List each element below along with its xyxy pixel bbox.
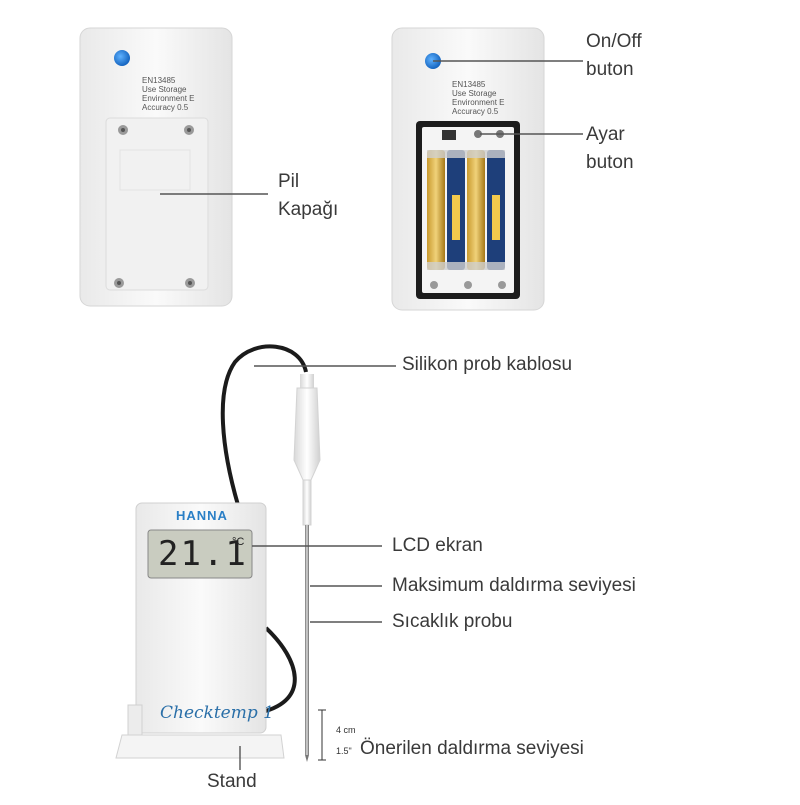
back-label-line: Environment E [142,94,195,103]
battery-cover [105,117,209,291]
label-adjust-button: Ayar buton [586,121,634,177]
back-label-line: Use Storage [142,85,187,94]
label-temp-probe: Sıcaklık probu [392,611,513,632]
stand-base [115,734,285,759]
back-label-line: EN13485 [142,76,176,85]
back-device-open [391,27,545,311]
temp-probe-rod [305,525,309,755]
brand-logo: HANNA [176,508,228,523]
probe-cable [220,344,308,506]
depth-cm: 4 cm [336,725,356,735]
label-recommended-immersion: Önerilen daldırma seviyesi [360,738,584,759]
on-off-button-icon [114,50,130,66]
label-line: Pil [278,171,300,192]
label-line: buton [586,152,634,173]
lcd-screen [147,529,253,579]
probe-handle [293,387,321,481]
back-label-line: Use Storage [452,89,497,98]
label-max-immersion: Maksimum daldırma seviyesi [392,575,636,596]
model-name: Checktemp 1 [160,703,274,723]
back-label-line: Environment E [452,98,505,107]
label-line: Kapağı [278,199,339,220]
label-line: buton [586,59,634,80]
back-label-text: EN13485 Use Storage Environment E Accura… [142,76,195,112]
label-stand: Stand [207,771,257,792]
lcd-reading: 21.1 [158,534,248,574]
label-line: Ayar [586,124,625,145]
lcd-unit: °C [232,536,245,548]
front-device [115,344,326,762]
label-lcd: LCD ekran [392,535,483,556]
leader-lines [160,60,583,770]
back-label-text-2: EN13485 Use Storage Environment E Accura… [452,80,505,116]
label-on-off-button: On/Off buton [586,28,642,84]
depth-in: 1.5" [336,746,352,756]
label-probe-cable: Silikon prob kablosu [402,354,573,375]
back-device-closed [79,27,233,307]
label-battery-cover: Pil Kapağı [278,168,338,224]
back-label-line: Accuracy 0.5 [452,107,499,116]
back-label-line: Accuracy 0.5 [142,103,189,112]
adjust-button-icon [442,130,456,140]
label-line: On/Off [586,31,642,52]
back-label-line: EN13485 [452,80,486,89]
